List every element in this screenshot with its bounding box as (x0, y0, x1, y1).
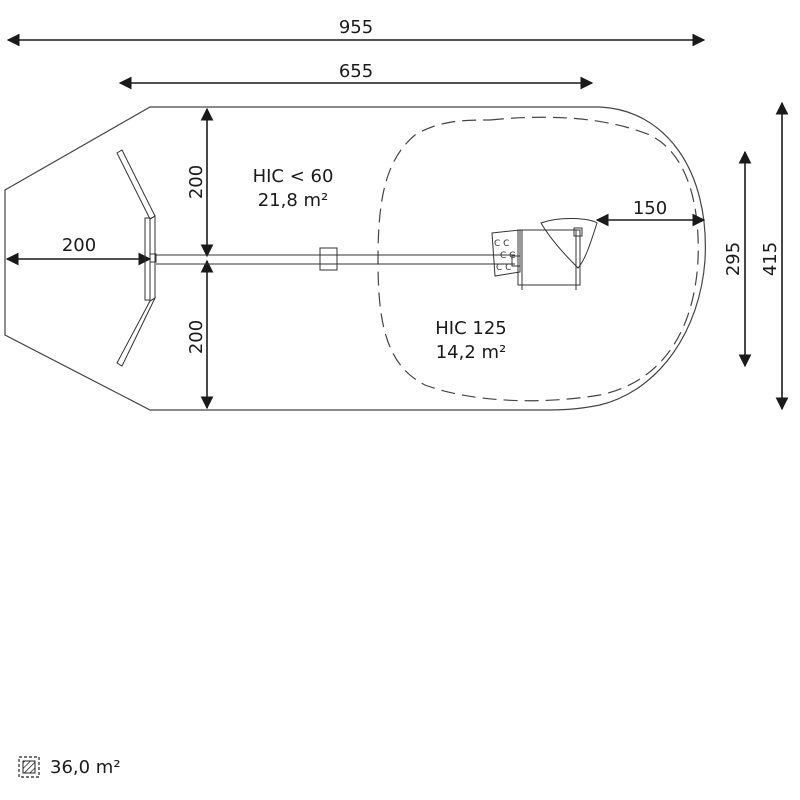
svg-text:C C: C C (496, 263, 511, 273)
total-area-label: 36,0 m² (50, 756, 121, 778)
play-tower: C C C C C C (491, 218, 598, 290)
dim-label-655: 655 (339, 61, 373, 82)
dim-label-upper-200: 200 (186, 165, 207, 199)
dim-label-lower-200: 200 (186, 320, 207, 354)
zone-area-hic-125: 14,2 m² (436, 342, 507, 363)
svg-text:C C: C C (500, 251, 515, 261)
hic-125-zone-outline (377, 116, 699, 402)
dim-label-left-200: 200 (62, 235, 96, 256)
dim-label-295: 295 (723, 242, 744, 276)
zone-area-hic-60: 21,8 m² (258, 190, 329, 211)
svg-text:C C: C C (494, 239, 509, 249)
area-legend: 36,0 m² (18, 756, 121, 778)
hatched-area-icon (18, 756, 40, 778)
dim-label-415: 415 (760, 242, 781, 276)
zone-label-hic-60: HIC < 60 (253, 166, 334, 187)
dim-label-955: 955 (339, 17, 373, 38)
zone-label-hic-125: HIC 125 (435, 318, 507, 339)
cable-beam (156, 247, 515, 271)
dim-label-150: 150 (633, 198, 667, 219)
left-v-frame (116, 149, 157, 367)
safety-zone-outline (4, 106, 706, 411)
